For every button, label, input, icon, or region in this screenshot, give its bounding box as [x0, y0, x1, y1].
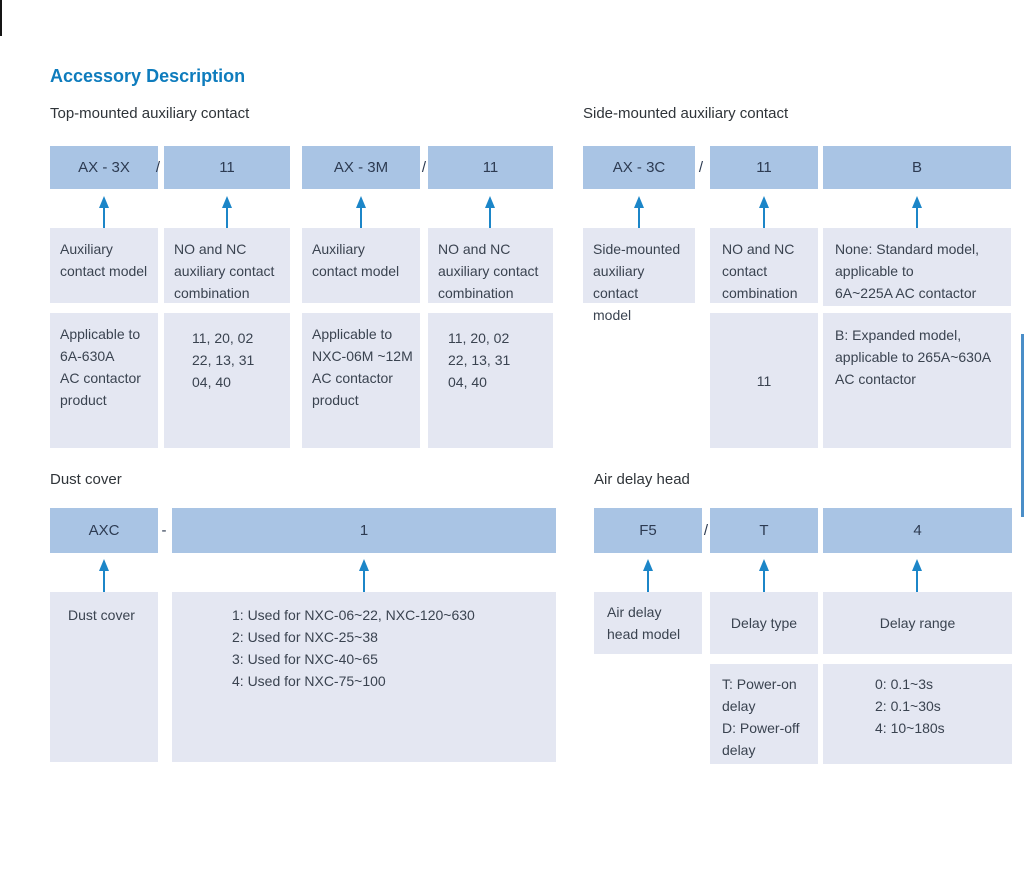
- desc-delay-range: Delay range: [823, 592, 1012, 654]
- desc-delay-range-values: 0: 0.1~3s 2: 0.1~30s 4: 10~180s: [823, 664, 1012, 764]
- up-arrow-icon: [355, 196, 367, 228]
- code-1: 1: [172, 508, 556, 553]
- code-11-top-2: 11: [428, 146, 553, 189]
- desc-b-expanded-model: B: Expanded model, applicable to 265A~63…: [823, 313, 1011, 448]
- up-arrow-icon: [98, 196, 110, 228]
- code-separator: /: [421, 159, 427, 176]
- code-f5: F5: [594, 508, 702, 553]
- desc-no-nc-combination-2: NO and NC auxiliary contact combination: [428, 228, 553, 303]
- section-label-dust-cover: Dust cover: [50, 471, 122, 488]
- code-b: B: [823, 146, 1011, 189]
- code-11-top-1: 11: [164, 146, 290, 189]
- desc-air-delay-head-model: Air delay head model: [594, 592, 702, 654]
- page-edge-artifact: [0, 0, 2, 36]
- up-arrow-icon: [358, 559, 370, 592]
- code-4: 4: [823, 508, 1012, 553]
- up-arrow-icon: [758, 559, 770, 592]
- up-arrow-icon: [642, 559, 654, 592]
- section-label-side-mounted: Side-mounted auxiliary contact: [583, 105, 789, 122]
- desc-delay-type-values: T: Power-on delay D: Power-off delay: [710, 664, 818, 764]
- desc-no-nc-combination-1: NO and NC auxiliary contact combination: [164, 228, 290, 303]
- section-label-air-delay: Air delay head: [594, 471, 690, 488]
- code-axc: AXC: [50, 508, 158, 553]
- desc-applicable-6a-630a: Applicable to 6A-630A AC contactor produ…: [50, 313, 158, 448]
- code-separator: /: [703, 522, 709, 539]
- code-11-side: 11: [710, 146, 818, 189]
- up-arrow-icon: [484, 196, 496, 228]
- up-arrow-icon: [633, 196, 645, 228]
- code-separator: /: [155, 159, 161, 176]
- up-arrow-icon: [911, 559, 923, 592]
- code-t: T: [710, 508, 818, 553]
- desc-11-value: 11: [710, 313, 818, 448]
- code-ax-3m: AX - 3M: [302, 146, 420, 189]
- up-arrow-icon: [758, 196, 770, 228]
- up-arrow-icon: [221, 196, 233, 228]
- code-ax-3c: AX - 3C: [583, 146, 695, 189]
- desc-delay-type: Delay type: [710, 592, 818, 654]
- desc-no-nc-contact-combination: NO and NC contact combination: [710, 228, 818, 303]
- code-ax-3x: AX - 3X: [50, 146, 158, 189]
- desc-dust-cover: Dust cover: [50, 592, 158, 762]
- section-label-top-mounted: Top-mounted auxiliary contact: [50, 105, 250, 122]
- code-separator: /: [698, 159, 704, 176]
- desc-combinations-list-2: 11, 20, 02 22, 13, 31 04, 40: [428, 313, 553, 448]
- page-title: Accessory Description: [50, 66, 246, 86]
- desc-side-model: Side-mounted auxiliary contact model: [583, 228, 695, 323]
- up-arrow-icon: [911, 196, 923, 228]
- desc-dust-cover-sizes: 1: Used for NXC-06~22, NXC-120~630 2: Us…: [172, 592, 556, 762]
- desc-aux-contact-model-1: Auxiliary contact model: [50, 228, 158, 303]
- code-separator: -: [161, 522, 167, 539]
- scrollbar-thumb[interactable]: [1021, 334, 1024, 517]
- desc-none-standard-model: None: Standard model, applicable to 6A~2…: [823, 228, 1011, 306]
- up-arrow-icon: [98, 559, 110, 592]
- desc-combinations-list-1: 11, 20, 02 22, 13, 31 04, 40: [164, 313, 290, 448]
- desc-applicable-nxc-06m-12m: Applicable to NXC-06M ~12M AC contactor …: [302, 313, 420, 448]
- desc-aux-contact-model-2: Auxiliary contact model: [302, 228, 420, 303]
